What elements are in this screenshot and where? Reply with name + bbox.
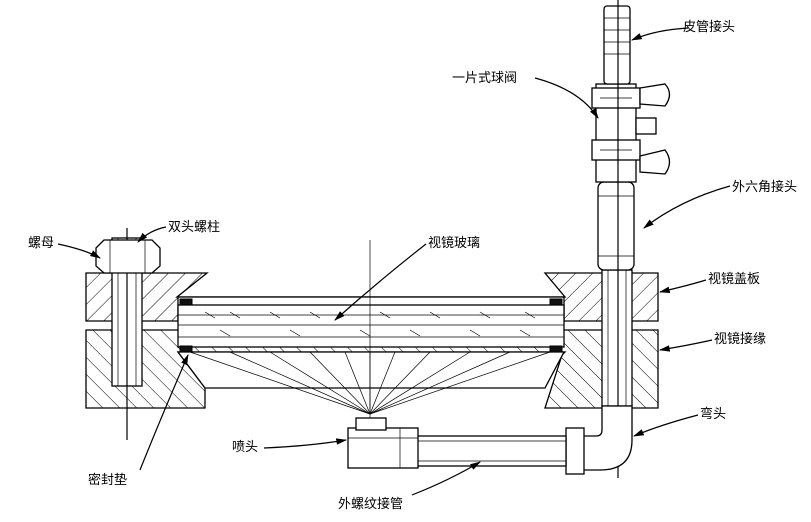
label-nozzle: 喷头 — [232, 440, 258, 455]
label-cover-plate: 视镜盖板 — [708, 272, 760, 287]
label-hose-connector: 皮管接头 — [683, 19, 735, 35]
label-nut: 螺母 — [28, 236, 54, 251]
label-sight-glass: 视镜玻璃 — [428, 236, 480, 251]
label-elbow: 弯头 — [700, 406, 726, 422]
vertical-pipe — [601, 269, 633, 407]
leader-lines — [57, 27, 731, 496]
sight-flange — [85, 329, 659, 409]
label-gasket: 密封垫 — [88, 472, 127, 488]
ball-valve — [591, 83, 671, 183]
sight-glass — [177, 304, 565, 348]
hose-connector — [603, 5, 631, 85]
label-ball-valve: 一片式球阀 — [452, 71, 517, 86]
elbow — [565, 405, 633, 475]
gasket — [179, 298, 563, 353]
label-hex-connector: 外六角接头 — [732, 179, 797, 195]
nozzle — [347, 417, 419, 469]
label-stud-bolt: 双头螺柱 — [168, 220, 220, 235]
threaded-pipe — [415, 435, 567, 467]
label-sight-flange: 视镜接缘 — [714, 331, 766, 347]
label-threaded-pipe: 外螺纹接管 — [338, 496, 403, 512]
nut — [95, 239, 161, 274]
spray-fan — [189, 240, 551, 418]
hex-connector — [597, 181, 635, 271]
